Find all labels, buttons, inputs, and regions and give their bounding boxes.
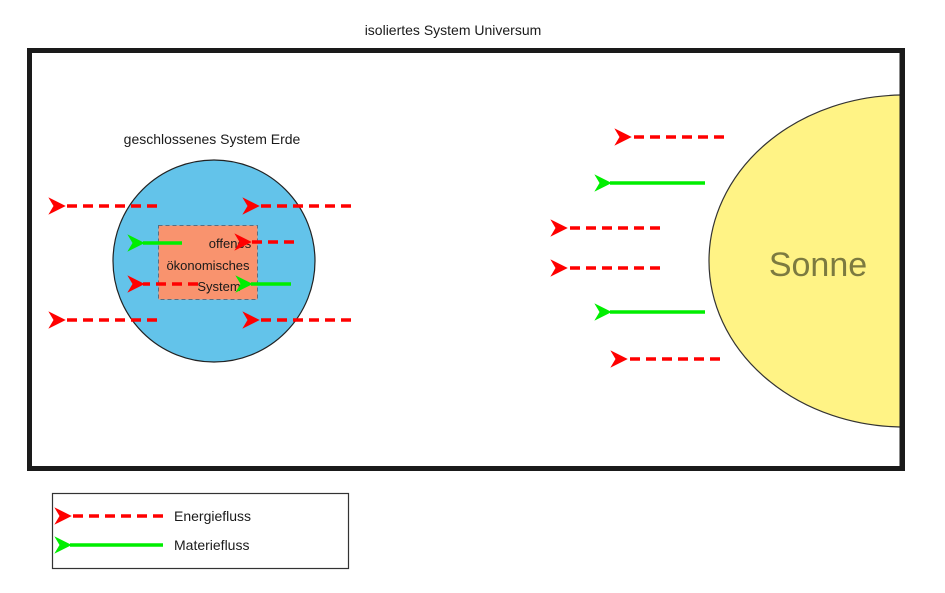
legend-matter-label: Materiefluss xyxy=(174,537,249,553)
economic-label-line3: System xyxy=(197,279,240,294)
legend: Energiefluss Materiefluss xyxy=(51,492,350,570)
universe-title: isoliertes System Universum xyxy=(365,22,542,38)
legend-energy-label: Energiefluss xyxy=(174,508,251,524)
sun xyxy=(708,94,900,428)
legend-box xyxy=(51,492,350,570)
earth-label: geschlossenes System Erde xyxy=(124,131,301,147)
sun-label: Sonne xyxy=(769,246,867,284)
economic-label-line1: offenes xyxy=(209,236,252,251)
economic-label-line2: ökonomisches xyxy=(166,258,250,273)
